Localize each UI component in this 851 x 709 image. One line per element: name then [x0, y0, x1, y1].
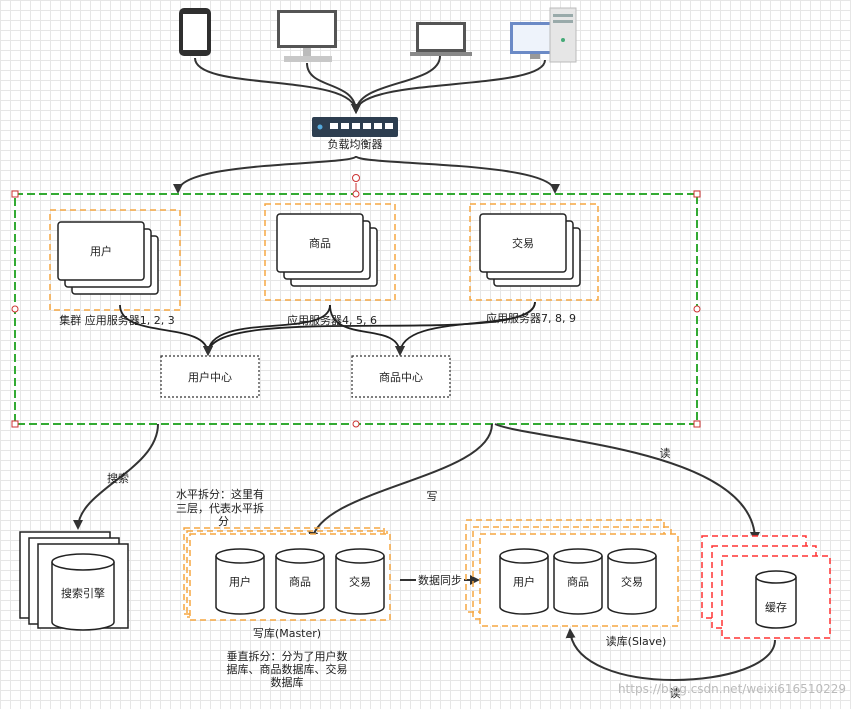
- master-db-title: 写库(Master): [253, 627, 321, 640]
- search-edge-label: 搜索: [107, 471, 129, 485]
- svg-text:三层，代表水平拆: 三层，代表水平拆: [176, 501, 264, 515]
- cache-label: 缓存: [765, 600, 787, 614]
- vertical-split-note: 垂直拆分：分为了用户数 据库、商品数据库、交易 数据库: [227, 649, 348, 689]
- product-service-label: 商品: [309, 236, 331, 250]
- master-product-db-label: 商品: [289, 575, 311, 589]
- horizontal-split-note: 水平拆分：这里有 三层，代表水平拆 分: [176, 487, 264, 528]
- selection-handles: [11, 174, 701, 428]
- pc-tower-icon: [510, 7, 577, 63]
- load-balancer-switch: [312, 117, 398, 137]
- master-trade-db-label: 交易: [349, 575, 371, 589]
- sync-edge-label: 数据同步: [418, 573, 462, 587]
- master-product-db-icon: 商品: [275, 548, 325, 615]
- svg-text:据库、商品数据库、交易: 据库、商品数据库、交易: [227, 662, 348, 676]
- slave-user-db-icon: 用户: [499, 548, 549, 615]
- svg-text:数据库: 数据库: [271, 675, 304, 689]
- user-center-label: 用户中心: [188, 370, 232, 384]
- master-trade-db-icon: 交易: [335, 548, 385, 615]
- user-service-label: 用户: [90, 244, 112, 258]
- slave-product-db-label: 商品: [567, 575, 589, 589]
- search-engine-label: 搜索引擎: [61, 586, 105, 600]
- desktop-monitor-icon: [277, 10, 337, 62]
- svg-text:水平拆分：这里有: 水平拆分：这里有: [176, 487, 264, 501]
- read-edge-label: 读: [660, 446, 671, 460]
- trade-service-label: 交易: [512, 236, 534, 250]
- slave-db-title: 读库(Slave): [606, 634, 667, 648]
- load-balancer-label: 负载均衡器: [328, 137, 383, 151]
- cache-db-icon: [755, 570, 797, 629]
- svg-text:分: 分: [218, 515, 229, 528]
- read-bottom-edge-label: 读: [670, 686, 681, 700]
- svg-text:垂直拆分：分为了用户数: 垂直拆分：分为了用户数: [227, 649, 348, 663]
- search-engine-stack[interactable]: 搜索引擎: [19, 531, 129, 631]
- master-user-db-label: 用户: [229, 575, 251, 589]
- watermark: https://blog.csdn.net/weixi616510229: [618, 682, 846, 696]
- slave-trade-db-label: 交易: [621, 575, 643, 589]
- slave-trade-db-icon: 交易: [607, 548, 657, 615]
- write-edge-label: 写: [427, 490, 438, 503]
- product-center-label: 商品中心: [379, 370, 423, 384]
- cache-stack[interactable]: 缓存: [701, 535, 831, 639]
- user-center-box[interactable]: 用户中心: [160, 355, 260, 398]
- product-center-box[interactable]: 商品中心: [351, 355, 451, 398]
- slave-product-db-icon: 商品: [553, 548, 603, 615]
- user-cluster-label: 集群 应用服务器1, 2, 3: [59, 313, 174, 327]
- master-db-group[interactable]: 用户 商品 交易: [183, 527, 391, 621]
- product-server-cluster[interactable]: 商品: [264, 203, 396, 301]
- master-user-db-icon: 用户: [215, 548, 265, 615]
- product-cluster-label: 应用服务器4, 5, 6: [287, 313, 377, 327]
- phone-icon: [179, 8, 211, 56]
- slave-user-db-label: 用户: [513, 575, 535, 589]
- user-server-cluster[interactable]: 用户: [49, 209, 181, 311]
- laptop-icon: [410, 22, 472, 56]
- search-engine-db-icon: [51, 553, 115, 631]
- trade-cluster-label: 应用服务器7, 8, 9: [486, 311, 576, 325]
- slave-db-group[interactable]: 用户 商品 交易: [465, 519, 679, 627]
- trade-server-cluster[interactable]: 交易: [469, 203, 599, 301]
